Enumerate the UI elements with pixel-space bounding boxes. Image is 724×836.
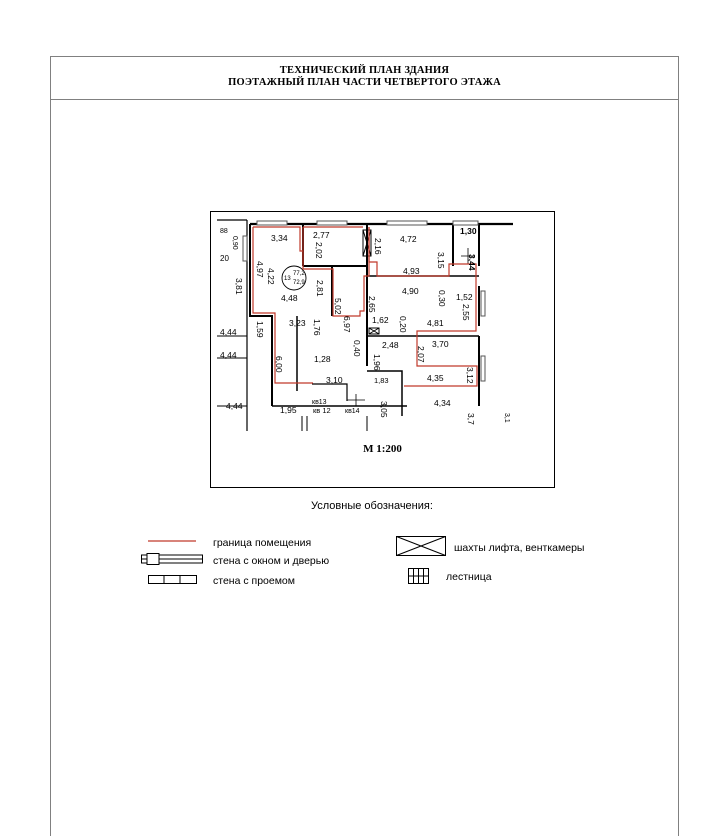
window	[480, 355, 486, 382]
page-frame	[50, 56, 679, 836]
dim-label: 0,20	[398, 316, 408, 333]
area-marker	[281, 265, 307, 291]
dim-label: 0,30	[437, 290, 447, 307]
dim-label: 4,97	[255, 261, 265, 278]
dim-label: 3,05	[379, 401, 389, 418]
dim-label: 1,59	[255, 321, 265, 338]
room-boundary	[253, 226, 370, 317]
dim-label: 3,12	[465, 367, 475, 384]
dim-label: 4,48	[281, 293, 298, 303]
dim-label: 2,16	[373, 238, 383, 255]
room-boundary	[368, 227, 477, 334]
window	[480, 290, 486, 317]
dim-label: 3,70	[432, 339, 449, 349]
wall-window-door-symbol	[141, 553, 203, 565]
stairs-symbol	[408, 568, 429, 584]
dim-label: 1,76	[312, 319, 322, 336]
document-title: ТЕХНИЧЕСКИЙ ПЛАН ЗДАНИЯ	[279, 65, 450, 76]
dim-label: 2,81	[315, 280, 325, 297]
dim-label: 3,7	[466, 413, 476, 425]
dim-label: 2,07	[416, 346, 426, 363]
dim-label: 2,77	[313, 230, 330, 240]
apartment-label: кв13	[312, 399, 327, 406]
dim-label: 4,22	[266, 268, 276, 285]
apartment-label: кв14	[345, 408, 360, 415]
window	[452, 220, 479, 226]
room-boundaries	[252, 226, 478, 387]
dim-label: 4,35	[427, 373, 444, 383]
dim-label: 3,15	[436, 252, 446, 269]
dim-label: 1,52	[456, 292, 473, 302]
wall	[249, 224, 273, 406]
legend-label-stairs: лестница	[446, 571, 492, 583]
shaft-cross-symbol	[396, 536, 446, 556]
ventilation-shaft	[368, 327, 380, 335]
dim-label: 4,34	[434, 398, 451, 408]
window	[256, 220, 288, 226]
wall	[217, 335, 247, 407]
wall	[331, 224, 368, 316]
wall-opening-symbol	[148, 575, 197, 584]
dim-label: 4,93	[403, 266, 420, 276]
dim-label: 3,23	[289, 318, 306, 328]
dim-label: 0,40	[352, 340, 362, 357]
dim-label: 1,83	[374, 376, 389, 385]
legend-label-wall-window-door: стена с окном и дверью	[213, 555, 330, 567]
dim-label: 20	[220, 254, 229, 263]
dim-label: 1,30	[460, 226, 477, 236]
dim-label: 1,96	[372, 354, 382, 371]
floor-plan-frame	[210, 211, 555, 488]
window	[386, 220, 428, 226]
cross-mark	[347, 394, 365, 406]
wall	[312, 383, 348, 401]
dim-label: 2,02	[314, 242, 324, 259]
dim-label: 2,65	[367, 296, 377, 313]
balcony-rail	[461, 248, 475, 264]
dim-label: 1,62	[372, 315, 389, 325]
wall	[296, 316, 403, 416]
legend-label-wall-opening: стена с проемом	[213, 575, 295, 587]
dim-label: 3,34	[271, 233, 288, 243]
window	[242, 235, 248, 262]
dim-label: 5,02	[333, 298, 343, 315]
header-band	[50, 56, 679, 100]
dim-label: 6,97	[342, 316, 352, 333]
legend-label-shaft: шахты лифта, венткамеры	[454, 542, 585, 554]
dim-label: 3,44	[467, 254, 477, 271]
room-boundary	[302, 226, 363, 264]
document-subtitle: ПОЭТАЖНЫЙ ПЛАН ЧАСТИ ЧЕТВЕРТОГО ЭТАЖА	[228, 77, 501, 88]
dim-label: 1,95	[280, 405, 297, 415]
dim-label: 3,1	[503, 413, 510, 423]
room-boundary	[404, 334, 478, 387]
apartment-label: кв 12	[313, 406, 331, 415]
room-boundary	[252, 227, 313, 384]
plan-labels: 88 0,90 20 3,34 2,02 2,77 2,16 4,72 3,15…	[220, 226, 510, 425]
dim-label: 4,44	[220, 327, 237, 337]
floor-plan: 88 0,90 20 3,34 2,02 2,77 2,16 4,72 3,15…	[217, 219, 513, 431]
room-boundary-symbol	[148, 540, 196, 542]
wall	[301, 416, 368, 431]
room-number: 13	[284, 276, 291, 282]
dim-label: 88	[220, 228, 228, 235]
window	[316, 220, 348, 226]
dim-label: 3,10	[326, 375, 343, 385]
ventilation-shaft	[362, 229, 372, 257]
area-total: 77,2	[293, 271, 305, 277]
dim-label: 4,81	[427, 318, 444, 328]
dim-label: 4,72	[400, 234, 417, 244]
scale-label: М 1:200	[363, 443, 402, 455]
dim-label: 4,44	[220, 350, 237, 360]
dim-label: 3,81	[234, 278, 244, 295]
area-living: 72,9	[293, 280, 305, 286]
dim-label: 0,90	[231, 236, 238, 250]
dim-label: 4,90	[402, 286, 419, 296]
legend-title: Условные обозначения:	[311, 500, 433, 512]
dim-label: 1,28	[314, 354, 331, 364]
dim-label: 4,44	[226, 401, 243, 411]
dim-label: 2,55	[461, 304, 471, 321]
legend-label-room-boundary: граница помещения	[213, 537, 312, 549]
dim-label: 2,48	[382, 340, 399, 350]
dim-label: 6,00	[274, 356, 284, 373]
